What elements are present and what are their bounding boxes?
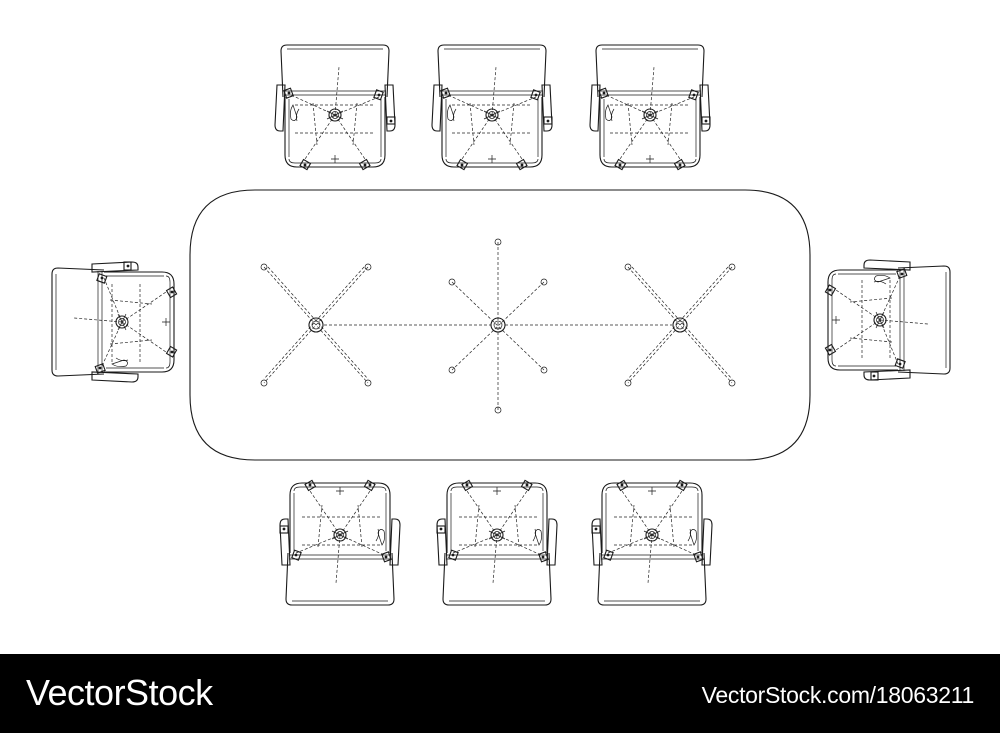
brand-logo-text[interactable]: VectorStock: [26, 672, 213, 713]
table-top: [189, 189, 811, 461]
chair-left: [51, 261, 178, 383]
chair-bottom-right: [591, 479, 713, 606]
chair-bottom-left: [279, 479, 401, 606]
table-base-center: [448, 238, 548, 414]
chair-top-center: [431, 44, 553, 171]
chair-right: [824, 259, 951, 381]
footer-bar: VectorStock VectorStock.com/18063211: [0, 654, 1000, 733]
chair-top-left: [274, 44, 396, 171]
chair-top-right: [589, 44, 711, 171]
image-credit[interactable]: VectorStock.com/18063211: [701, 682, 975, 708]
conference-table-drawing: [51, 44, 951, 606]
chair-bottom-center: [436, 479, 558, 606]
